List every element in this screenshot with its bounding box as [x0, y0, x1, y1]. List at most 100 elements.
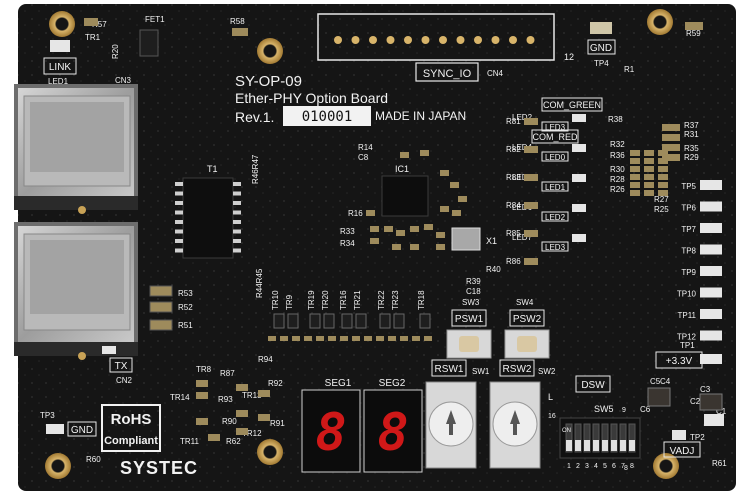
dip-number: 2 [576, 463, 580, 470]
svg-text:R59: R59 [686, 29, 701, 38]
rotary-switch-rsw1[interactable] [425, 381, 477, 469]
svg-text:R94: R94 [258, 355, 273, 364]
dip-key[interactable] [575, 440, 581, 451]
board-rev-code: 010001 [302, 109, 353, 125]
rj45-connector-bottom [14, 222, 138, 356]
dip-key[interactable] [566, 440, 572, 451]
svg-text:TP2: TP2 [690, 433, 705, 442]
led-label: LED6 [512, 203, 533, 212]
connector-pin [421, 36, 430, 44]
dip-number: 5 [603, 463, 607, 470]
svg-text:IC1: IC1 [395, 164, 409, 174]
svg-text:R44R45: R44R45 [255, 268, 264, 298]
svg-text:R82: R82 [506, 145, 521, 154]
svg-text:SW5: SW5 [594, 404, 614, 414]
svg-text:RoHS: RoHS [111, 411, 152, 428]
svg-text:R20: R20 [111, 44, 120, 59]
led [572, 204, 586, 212]
test-point-label: TP10 [677, 290, 697, 299]
svg-text:R83: R83 [506, 173, 521, 182]
board-rev-label: Rev.1. [235, 109, 274, 125]
test-point-pad [700, 309, 722, 319]
com-green-label: COM_GREEN [543, 100, 601, 110]
connector-pin [456, 36, 465, 44]
board-subtitle: Ether-PHY Option Board [235, 90, 388, 106]
dip-key[interactable] [602, 440, 608, 451]
rotary-arrow-icon [446, 410, 456, 424]
svg-text:R34: R34 [340, 239, 355, 248]
dip-key[interactable] [611, 440, 617, 451]
svg-text:C3: C3 [700, 385, 711, 394]
led-label: LED4 [512, 143, 533, 152]
com-red-label: COM_RED [532, 132, 578, 142]
svg-text:C18: C18 [466, 287, 481, 296]
rotary-arrow-icon [510, 410, 520, 424]
test-point-label: TP12 [677, 333, 697, 342]
svg-text:TR11: TR11 [180, 437, 200, 446]
svg-text:R29: R29 [684, 153, 699, 162]
svg-text:TR13: TR13 [242, 391, 262, 400]
svg-text:R32: R32 [610, 140, 625, 149]
connector-pin [351, 36, 360, 44]
svg-text:TP3: TP3 [40, 411, 55, 420]
svg-text:R60: R60 [86, 455, 101, 464]
v33-label: +3.3V [666, 356, 693, 367]
svg-text:SW3: SW3 [462, 298, 480, 307]
phy-ic1 [381, 175, 429, 217]
link-led [50, 40, 70, 52]
connector-pin [439, 36, 447, 44]
dip-key[interactable] [620, 440, 626, 451]
led-label: LED3 [545, 243, 566, 252]
mounting-hole-icon [45, 453, 71, 479]
svg-text:VADJ: VADJ [670, 446, 695, 457]
dip-number: 8 [630, 463, 634, 470]
led [572, 144, 586, 152]
svg-text:TR14: TR14 [170, 393, 190, 402]
svg-text:C8: C8 [358, 153, 369, 162]
svg-text:C4: C4 [660, 377, 671, 386]
svg-text:R46R47: R46R47 [251, 154, 260, 184]
test-point-pad [700, 244, 722, 255]
dip-key[interactable] [593, 440, 599, 451]
svg-text:SW1: SW1 [472, 367, 490, 376]
dip-switch-sw5[interactable] [559, 417, 641, 459]
svg-text:R91: R91 [270, 419, 285, 428]
svg-text:R25: R25 [654, 205, 669, 214]
svg-text:TR16: TR16 [339, 290, 348, 310]
dip-key[interactable] [629, 440, 635, 451]
svg-text:C6: C6 [640, 405, 651, 414]
svg-text:R58: R58 [230, 17, 245, 26]
svg-text:R36: R36 [610, 151, 625, 160]
svg-text:9: 9 [622, 407, 626, 414]
rotary-switch-rsw2[interactable] [489, 381, 541, 469]
led-label: LED5 [512, 173, 533, 182]
svg-text:TR23: TR23 [391, 290, 400, 310]
svg-text:R90: R90 [222, 417, 237, 426]
svg-text:PSW1: PSW1 [455, 314, 484, 325]
dip-key[interactable] [584, 440, 590, 451]
connector-pin [509, 36, 517, 44]
test-point-label: TP6 [681, 204, 696, 213]
svg-text:R33: R33 [340, 227, 355, 236]
svg-text:LINK: LINK [49, 62, 72, 73]
svg-text:R14: R14 [358, 143, 373, 152]
svg-text:R52: R52 [178, 303, 193, 312]
dip-number: 4 [594, 463, 598, 470]
systec-logo: SYSTEC [120, 458, 198, 478]
svg-text:SEG1: SEG1 [325, 378, 352, 389]
svg-text:R81: R81 [506, 117, 521, 126]
test-point-pad [700, 180, 722, 190]
svg-text:R26: R26 [610, 185, 625, 194]
svg-text:T1: T1 [207, 164, 218, 174]
svg-text:C1: C1 [716, 407, 727, 416]
svg-text:Compliant: Compliant [104, 435, 158, 447]
svg-text:C2: C2 [690, 397, 701, 406]
push-button-psw2[interactable] [504, 329, 550, 359]
svg-text:DSW: DSW [581, 380, 605, 391]
svg-text:GND: GND [590, 43, 612, 54]
svg-text:TR12: TR12 [242, 429, 262, 438]
svg-text:TR21: TR21 [353, 290, 362, 310]
svg-text:TP1: TP1 [680, 341, 695, 350]
push-button-psw1[interactable] [446, 329, 492, 359]
